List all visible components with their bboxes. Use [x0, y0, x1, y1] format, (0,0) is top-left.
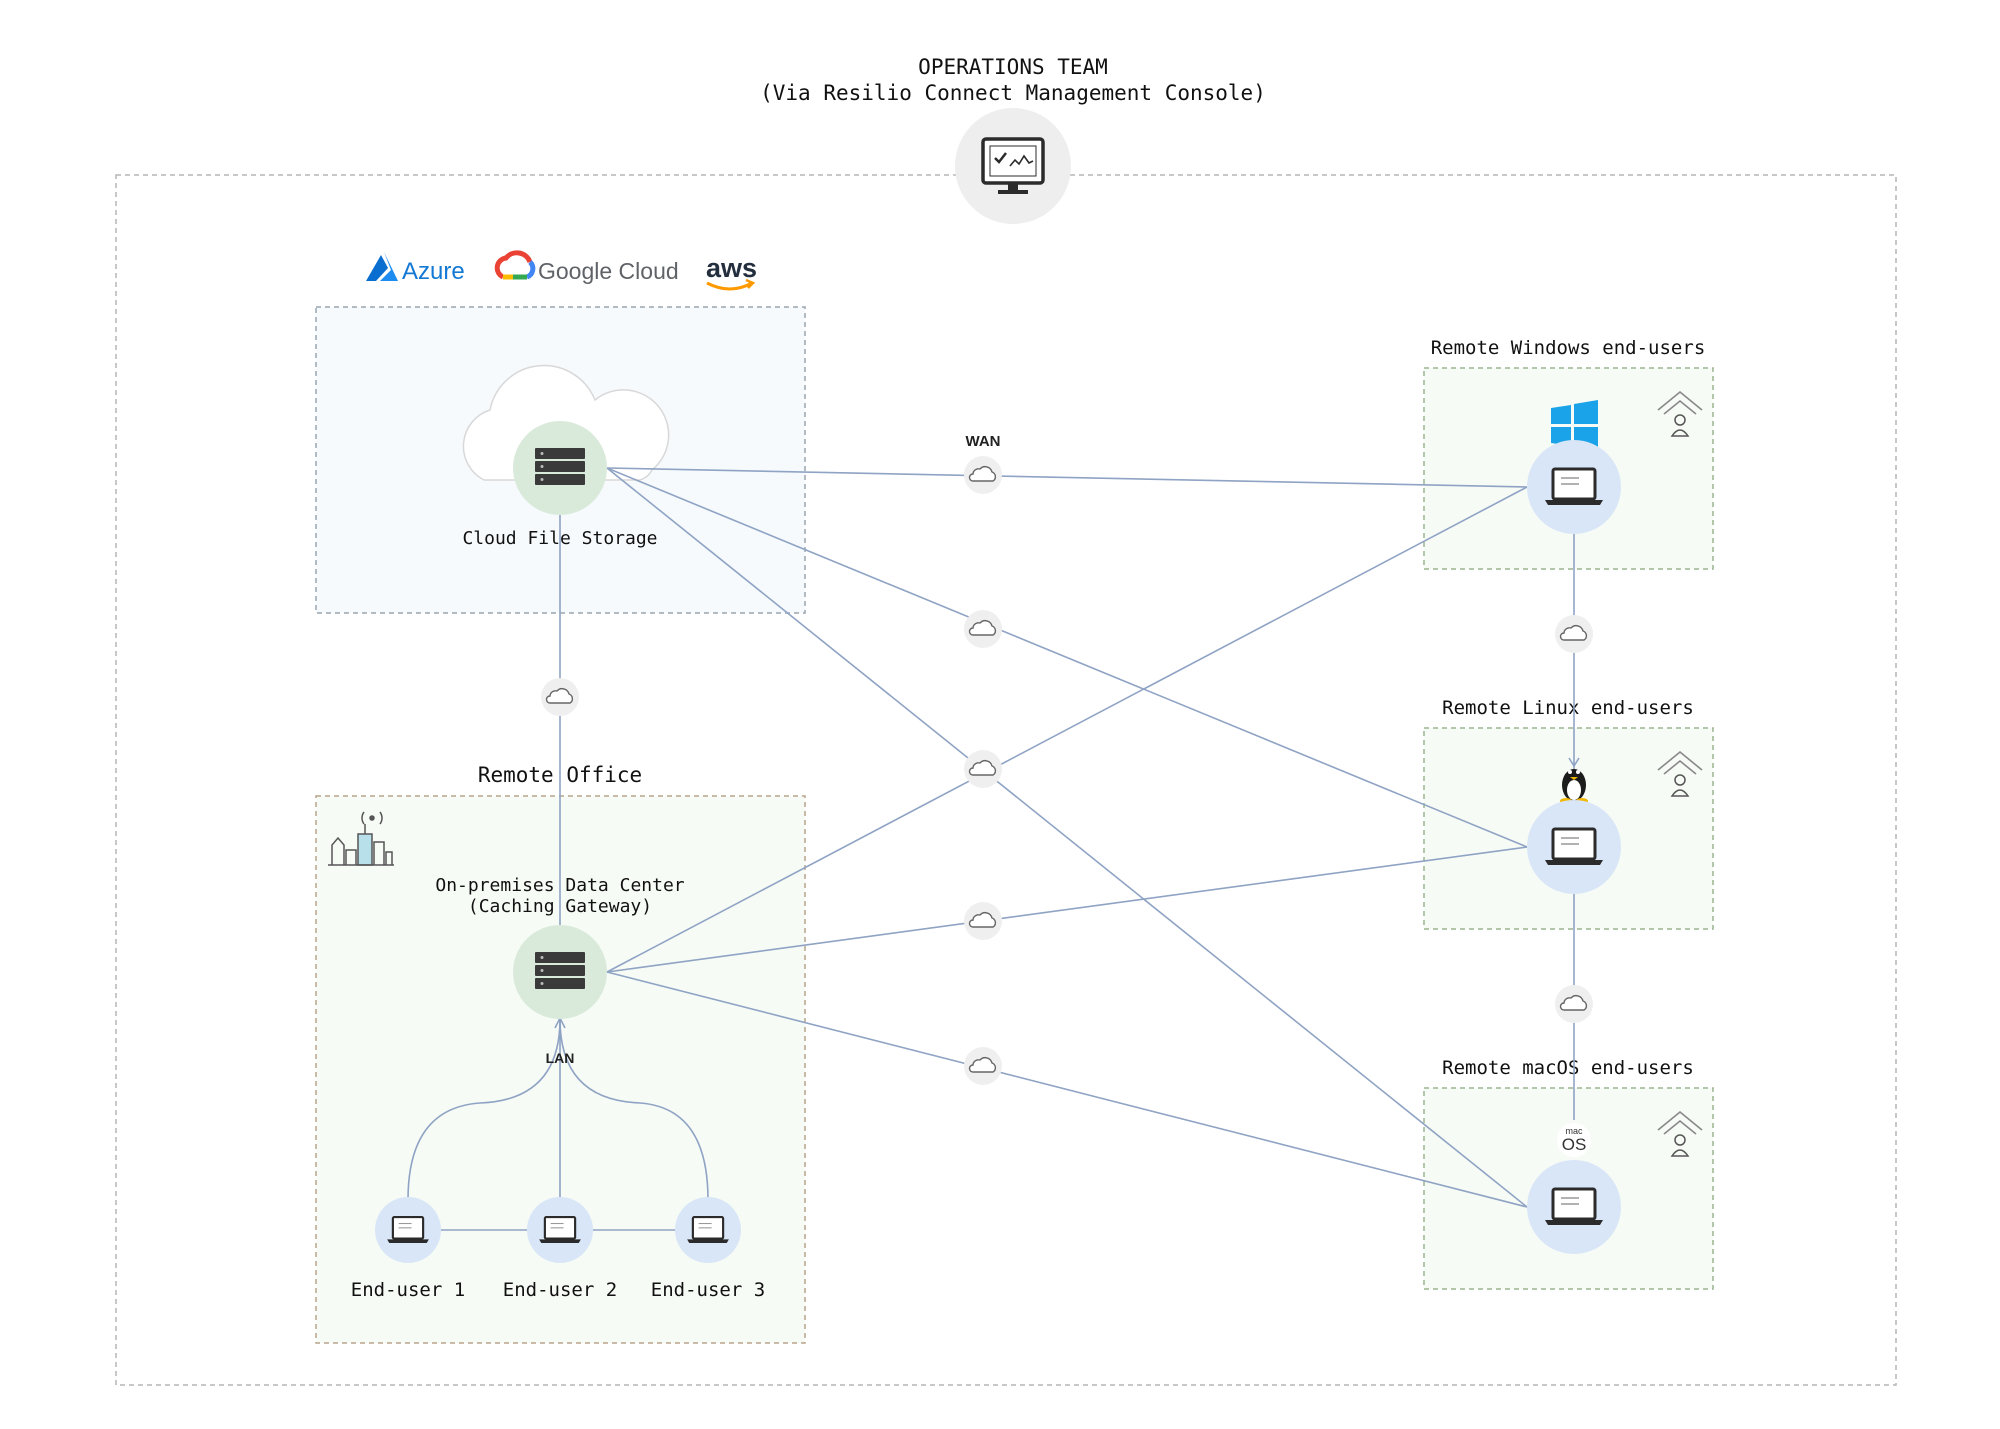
- connectors: [407, 467, 1575, 1231]
- wan-cloud-icon: [963, 1046, 1003, 1086]
- wan-cloud-icon: [963, 749, 1003, 789]
- wan-hub-7: [1554, 614, 1594, 654]
- google-cloud-label: Google Cloud: [538, 258, 679, 284]
- datacenter-label: On-premises Data Center: [435, 875, 684, 896]
- datacenter-node[interactable]: [513, 925, 607, 1019]
- macos-badge-icon: mac OS: [1557, 1123, 1591, 1157]
- organization-boundary: [115, 174, 1897, 1386]
- aws-logo: aws: [706, 253, 757, 291]
- google-cloud-icon: [494, 250, 536, 280]
- macos-badge-large: OS: [1562, 1135, 1587, 1154]
- wan-cloud-icon: [963, 901, 1003, 941]
- wan-hub-3: [963, 749, 1003, 789]
- end-user-3-node[interactable]: [675, 1197, 741, 1263]
- macos-region-title: Remote macOS end-users: [1442, 1057, 1694, 1079]
- link-cloud-windows: [606, 467, 1528, 488]
- laptop-icon: [386, 1215, 430, 1245]
- wan-cloud-icon: [963, 455, 1003, 495]
- end-user-2-label: End-user 2: [503, 1279, 617, 1301]
- datacenter-sublabel: (Caching Gateway): [468, 896, 652, 917]
- wan-hub-6: [540, 677, 580, 717]
- azure-icon: [366, 255, 388, 281]
- wan-label: WAN: [966, 433, 1001, 450]
- end-user-1-node[interactable]: [375, 1197, 441, 1263]
- link-cloud-macos: [606, 467, 1528, 1208]
- linux-region-title: Remote Linux end-users: [1442, 697, 1694, 719]
- wan-hub-8: [1554, 984, 1594, 1024]
- linux-arrow-icon: [1568, 757, 1580, 768]
- header-subtitle: (Via Resilio Connect Management Console): [760, 81, 1266, 105]
- wan-cloud-icon: [1554, 614, 1594, 654]
- management-console-node[interactable]: [955, 108, 1071, 224]
- wan-hub-5: [963, 1046, 1003, 1086]
- laptop-icon: [686, 1215, 730, 1245]
- link-datacenter-linux: [606, 846, 1528, 973]
- lan-link-user3: [559, 1018, 709, 1201]
- server-icon: [535, 952, 585, 989]
- laptop-icon: [1543, 467, 1605, 507]
- header-title: OPERATIONS TEAM: [918, 55, 1108, 79]
- wan-cloud-icon: [1554, 984, 1594, 1024]
- office-building-icon: [328, 811, 394, 866]
- cloud-storage-label: Cloud File Storage: [462, 528, 657, 549]
- aws-smile-icon: [706, 281, 753, 291]
- laptop-icon: [1543, 827, 1605, 867]
- link-cloud-linux: [606, 467, 1528, 848]
- cloud-file-storage-node[interactable]: [513, 421, 607, 515]
- end-user-2-node[interactable]: [527, 1197, 593, 1263]
- link-datacenter-macos: [606, 971, 1528, 1208]
- wan-cloud-icon: [540, 677, 580, 717]
- wan-hub-1: [963, 455, 1003, 495]
- azure-logo: Azure: [366, 252, 465, 285]
- macos-badge-small: mac: [1565, 1126, 1583, 1136]
- lan-link-user1: [407, 1018, 561, 1201]
- monitor-icon: [981, 137, 1045, 194]
- end-user-1-label: End-user 1: [351, 1279, 465, 1301]
- link-datacenter-windows: [606, 486, 1528, 973]
- wan-hub-2: [963, 609, 1003, 649]
- wan-hub-4: [963, 901, 1003, 941]
- aws-label: aws: [706, 253, 757, 283]
- windows-laptop-node[interactable]: [1527, 440, 1621, 534]
- google-cloud-logo: Google Cloud: [494, 250, 679, 284]
- laptop-icon: [1543, 1187, 1605, 1227]
- laptop-icon: [538, 1215, 582, 1245]
- wan-cloud-icon: [963, 609, 1003, 649]
- linux-laptop-node[interactable]: [1527, 800, 1621, 894]
- end-user-3-label: End-user 3: [651, 1279, 765, 1301]
- lan-label: LAN: [546, 1050, 575, 1066]
- windows-region-title: Remote Windows end-users: [1431, 337, 1706, 359]
- azure-label: Azure: [402, 258, 465, 285]
- macos-laptop-node[interactable]: [1527, 1160, 1621, 1254]
- server-icon: [535, 448, 585, 485]
